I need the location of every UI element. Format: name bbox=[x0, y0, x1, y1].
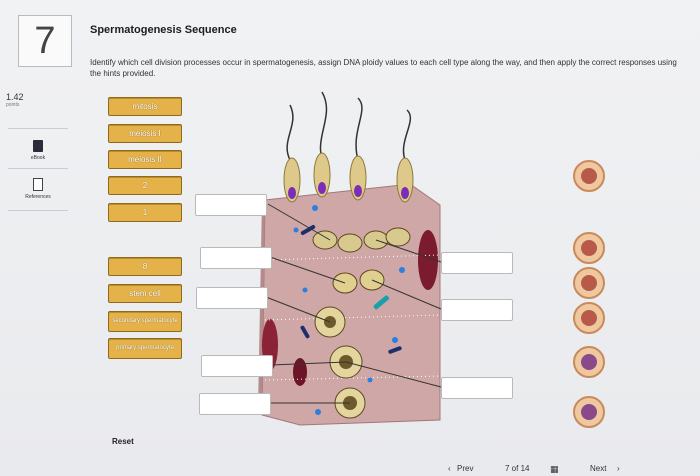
instructions: Identify which cell division processes o… bbox=[90, 58, 677, 78]
references-label: References bbox=[25, 194, 51, 200]
drop-target[interactable] bbox=[201, 355, 273, 377]
rail-divider bbox=[8, 210, 68, 211]
drop-target[interactable] bbox=[200, 247, 272, 269]
grid-icon[interactable]: ▦ bbox=[550, 464, 559, 474]
question-number-text: 7 bbox=[34, 19, 56, 62]
sperm-tail bbox=[355, 97, 363, 161]
rail-divider bbox=[8, 128, 68, 129]
points-value: 1.42 bbox=[6, 92, 24, 102]
ebook-button[interactable]: eBook bbox=[8, 140, 68, 161]
prev-button[interactable]: Prev bbox=[457, 464, 474, 473]
chip-meiosis-1[interactable]: meiosis I bbox=[108, 124, 182, 143]
chip-primary-spermatocyte[interactable]: primary spermatocyte bbox=[108, 338, 182, 359]
spermatid-cell bbox=[312, 230, 338, 250]
book-icon bbox=[33, 140, 43, 152]
page-title: Spermatogenesis Sequence bbox=[90, 24, 237, 36]
dark-rod bbox=[388, 346, 402, 354]
tissue-blob bbox=[418, 230, 438, 290]
blue-dot bbox=[399, 267, 405, 273]
page-indicator: 7 of 14 bbox=[505, 464, 530, 473]
references-button[interactable]: References bbox=[8, 178, 68, 200]
drop-target[interactable] bbox=[199, 393, 271, 415]
leader-line bbox=[270, 361, 347, 366]
sperm-nucleus bbox=[318, 182, 326, 194]
next-chevron-icon[interactable]: › bbox=[617, 464, 620, 473]
spermatid-cell bbox=[337, 233, 363, 253]
tissue-blob bbox=[293, 358, 307, 386]
sperm-head bbox=[283, 157, 301, 203]
teal-rod bbox=[373, 295, 390, 310]
chip-stem-cell[interactable]: stem cell bbox=[108, 284, 182, 303]
chip-meiosis-2[interactable]: meiosis II bbox=[108, 150, 182, 169]
document-icon bbox=[33, 178, 43, 191]
rail-divider bbox=[8, 168, 68, 169]
dark-rod bbox=[300, 225, 316, 235]
leader-line bbox=[269, 256, 346, 284]
leader-line bbox=[267, 203, 331, 241]
chip-ploidy-2[interactable]: 2 bbox=[108, 176, 182, 195]
sperm-tail bbox=[402, 109, 412, 161]
footer-nav: ‹ Prev 7 of 14 ▦ Next › bbox=[0, 462, 700, 476]
sperm-head bbox=[396, 157, 414, 203]
points-block: 1.42 points bbox=[6, 92, 66, 108]
drop-target[interactable] bbox=[441, 299, 513, 321]
blue-dot bbox=[312, 205, 318, 211]
leader-line bbox=[371, 279, 442, 310]
dark-rod bbox=[300, 325, 310, 339]
reset-button[interactable]: Reset bbox=[112, 437, 134, 446]
leader-line bbox=[375, 239, 442, 263]
sperm-head bbox=[349, 155, 367, 201]
sperm-tail bbox=[286, 104, 294, 161]
chip-ploidy-8[interactable]: 8 bbox=[108, 257, 182, 276]
blue-dot bbox=[367, 377, 373, 383]
chip-ploidy-1[interactable]: 1 bbox=[108, 203, 182, 222]
chip-secondary-spermatocyte[interactable]: secondary spermatocyte bbox=[108, 311, 182, 332]
blue-dot bbox=[392, 337, 398, 343]
blue-dot bbox=[302, 287, 308, 293]
next-button[interactable]: Next bbox=[590, 464, 607, 473]
leader-line bbox=[265, 296, 331, 323]
chip-mitosis[interactable]: mitosis bbox=[108, 97, 182, 116]
ebook-label: eBook bbox=[30, 155, 46, 161]
drop-target[interactable] bbox=[441, 252, 513, 274]
sperm-head bbox=[313, 152, 331, 198]
question-number: 7 bbox=[18, 15, 72, 67]
blue-dot bbox=[293, 227, 299, 233]
prev-chevron-icon[interactable]: ‹ bbox=[448, 464, 451, 473]
sperm-nucleus bbox=[401, 187, 409, 199]
sperm-nucleus bbox=[354, 185, 362, 197]
drop-target[interactable] bbox=[441, 377, 513, 399]
drop-target[interactable] bbox=[195, 194, 267, 216]
leader-line bbox=[345, 361, 442, 388]
blue-dot bbox=[315, 409, 321, 415]
sperm-tail bbox=[319, 91, 328, 161]
drop-target[interactable] bbox=[196, 287, 268, 309]
sperm-nucleus bbox=[288, 187, 296, 199]
spermatid-cell bbox=[385, 227, 411, 247]
points-label: points bbox=[6, 102, 20, 108]
